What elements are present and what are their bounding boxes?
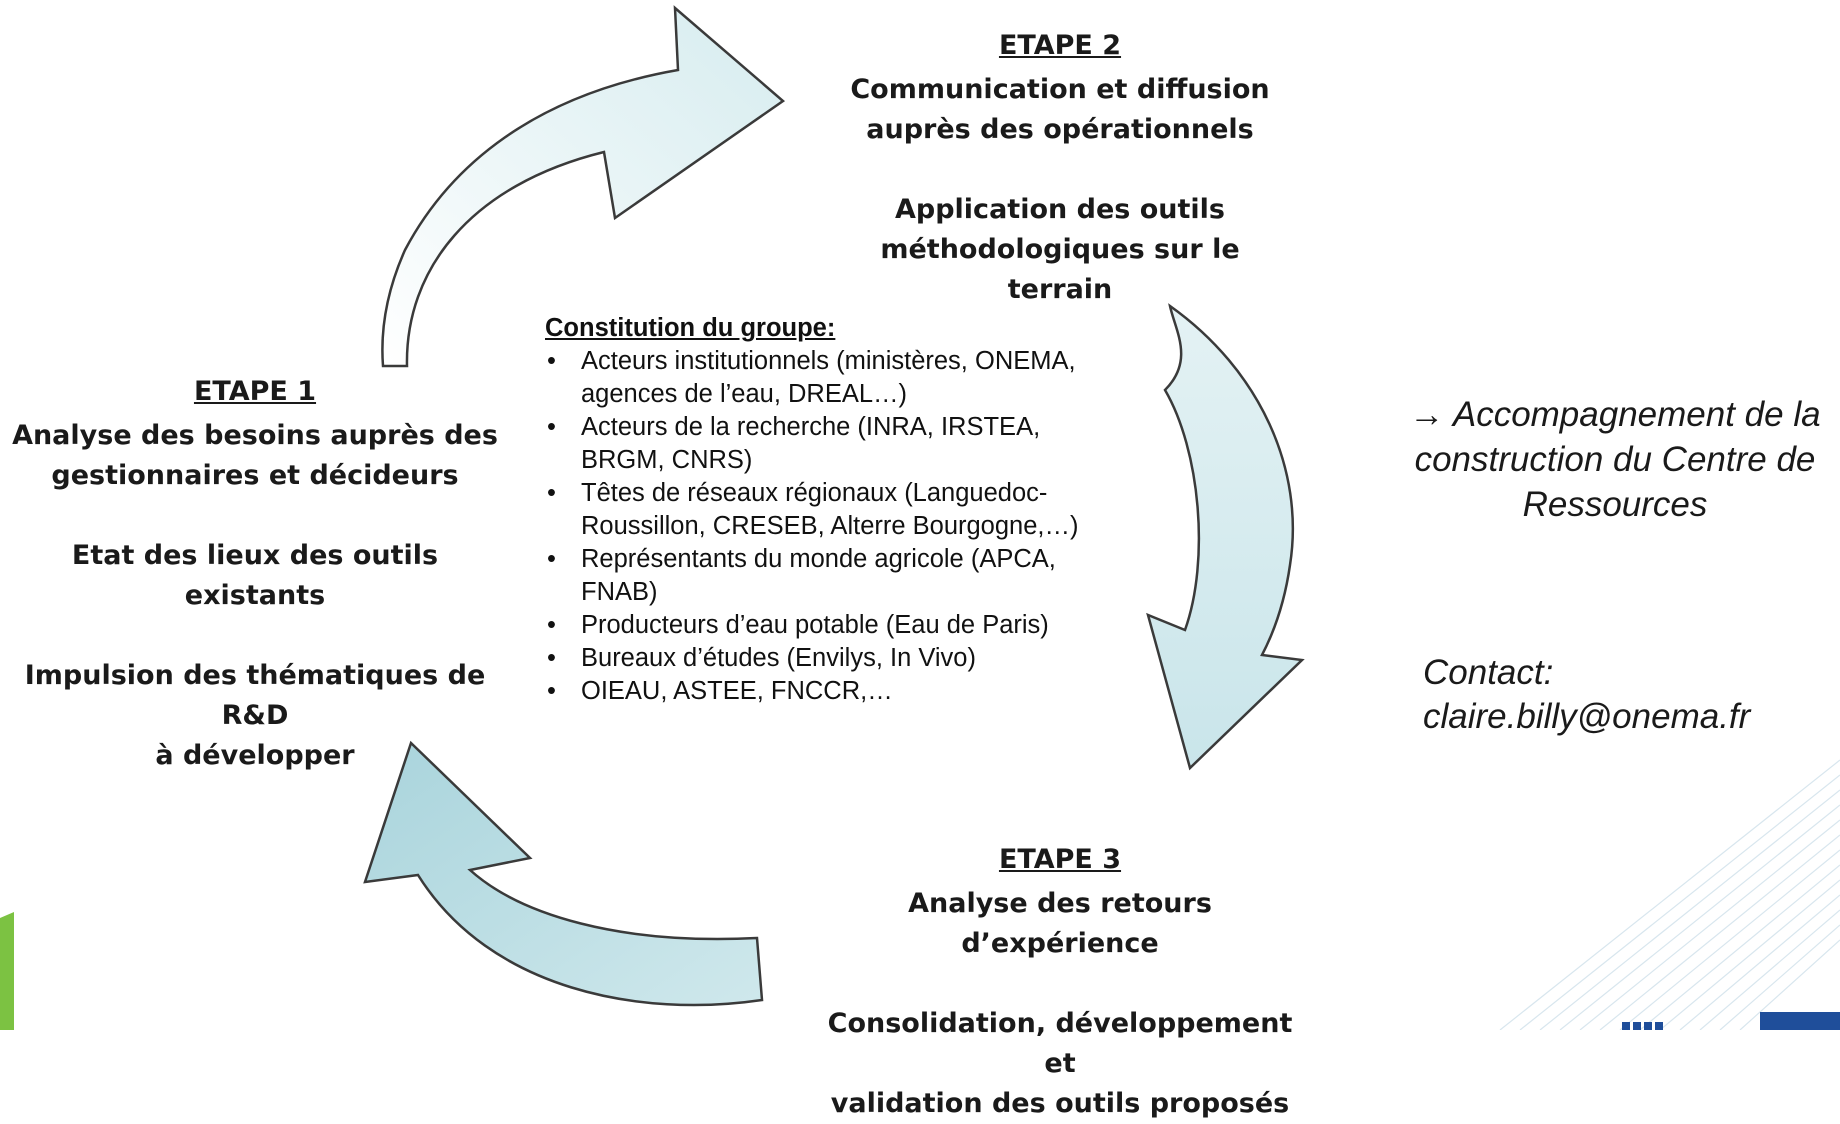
list-item: Acteurs de la recherche (INRA, IRSTEA, B… bbox=[545, 411, 1125, 477]
step-3-block: ETAPE 3 Analyse des retours d’expérience… bbox=[820, 840, 1300, 1124]
step-1-line: Etat des lieux des outils existants bbox=[71, 540, 439, 611]
step-3-title: ETAPE 3 bbox=[998, 844, 1122, 875]
side-note-text: Accompagnement de la construction du Cen… bbox=[1414, 395, 1821, 524]
step-2-block: ETAPE 2 Communication et diffusion auprè… bbox=[830, 26, 1290, 310]
logo-fragment bbox=[1622, 1012, 1840, 1030]
step-2-line: méthodologiques sur le terrain bbox=[880, 234, 1240, 305]
step-2-line: auprès des opérationnels bbox=[866, 114, 1254, 145]
list-item: Producteurs d’eau potable (Eau de Paris) bbox=[545, 609, 1125, 642]
list-item: OIEAU, ASTEE, FNCCR,… bbox=[545, 675, 1125, 708]
contact-email[interactable]: claire.billy@onema.fr bbox=[1423, 697, 1751, 736]
cycle-arrow-right bbox=[1146, 303, 1305, 771]
list-item: Acteurs institutionnels (ministères, ONE… bbox=[545, 345, 1125, 411]
group-composition: Constitution du groupe: Acteurs institut… bbox=[545, 312, 1125, 708]
step-1-title: ETAPE 1 bbox=[193, 376, 317, 407]
step-3-line: Consolidation, développement et bbox=[827, 1008, 1293, 1079]
step-2-line: Application des outils bbox=[895, 194, 1225, 225]
cycle-arrow-bottom bbox=[363, 740, 764, 1007]
contact-label: Contact: bbox=[1423, 653, 1554, 692]
cycle-diagram bbox=[363, 5, 1305, 1007]
step-1-line: à développer bbox=[155, 740, 355, 771]
step-2-title: ETAPE 2 bbox=[998, 30, 1122, 61]
green-accent-shape bbox=[0, 912, 14, 1030]
group-list: Acteurs institutionnels (ministères, ONE… bbox=[545, 345, 1125, 708]
arrow-right-icon: → bbox=[1409, 395, 1445, 434]
step-2-line: Communication et diffusion bbox=[850, 74, 1270, 105]
list-item: Bureaux d’études (Envilys, In Vivo) bbox=[545, 642, 1125, 675]
step-1-block: ETAPE 1 Analyse des besoins auprès des g… bbox=[0, 372, 510, 776]
list-item: Têtes de réseaux régionaux (Languedoc-Ro… bbox=[545, 477, 1125, 543]
step-3-line: validation des outils proposés bbox=[830, 1088, 1290, 1119]
step-3-line: Analyse des retours d’expérience bbox=[908, 888, 1212, 959]
list-item: Représentants du monde agricole (APCA, F… bbox=[545, 543, 1125, 609]
step-1-line: Analyse des besoins auprès des bbox=[12, 420, 498, 451]
diagonal-pattern-decoration bbox=[1499, 759, 1840, 1030]
group-heading: Constitution du groupe: bbox=[545, 314, 836, 342]
step-1-line: gestionnaires et décideurs bbox=[51, 460, 459, 491]
step-1-line: Impulsion des thématiques de R&D bbox=[24, 660, 486, 731]
footer-decoration bbox=[0, 759, 1840, 1030]
cycle-arrow-top bbox=[381, 5, 786, 368]
side-note: → Accompagnement de la construction du C… bbox=[1395, 392, 1835, 527]
contact-block: Contact: claire.billy@onema.fr bbox=[1423, 651, 1833, 739]
